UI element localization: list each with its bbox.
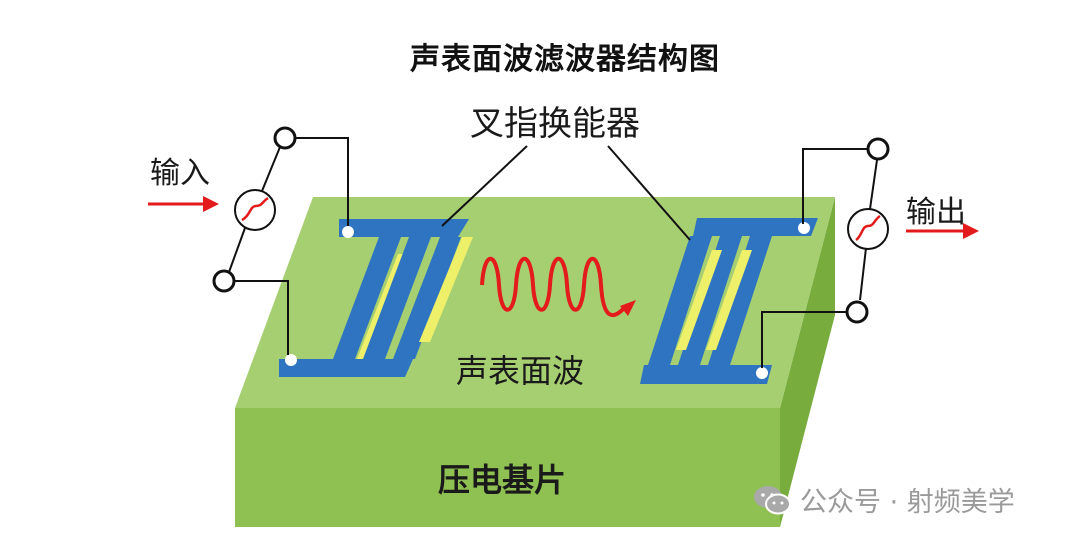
watermark-text: 公众号 · 射频美学 xyxy=(800,487,1015,518)
output-terminal-top xyxy=(866,137,890,161)
idt-label: 叉指换能器 xyxy=(470,104,640,144)
watermark: 公众号 · 射频美学 xyxy=(752,480,1015,519)
left-idt xyxy=(279,219,473,377)
input-arrow-head xyxy=(203,196,219,212)
substrate-side-face xyxy=(780,197,835,527)
diagram-title: 声表面波滤波器结构图 xyxy=(410,42,720,77)
output-source-sine-icon xyxy=(855,214,881,242)
idt-pointer-right xyxy=(607,145,691,241)
input-circuit xyxy=(212,126,349,355)
output-terminal-bottom xyxy=(845,300,869,324)
surface-wave-label: 声表面波 xyxy=(456,352,585,390)
left-idt-top-pad xyxy=(342,226,354,238)
input-source-sine-icon xyxy=(241,196,269,222)
substrate-label: 压电基片 xyxy=(438,461,567,499)
right-idt-bottom-pad xyxy=(756,367,768,379)
substrate-front-face xyxy=(235,408,780,527)
input-source xyxy=(234,189,276,231)
output-label: 输出 xyxy=(906,195,966,230)
input-terminal-top xyxy=(273,126,297,150)
input-label: 输入 xyxy=(150,156,210,191)
input-terminal-bottom xyxy=(212,269,236,293)
right-idt-top-pad xyxy=(798,222,810,234)
wechat-icon xyxy=(754,485,791,514)
surface-wave-arrowhead xyxy=(620,300,636,316)
surface-wave xyxy=(480,256,628,317)
output-arrow-head xyxy=(963,223,979,239)
idt-pointer-left xyxy=(441,145,528,227)
output-circuit xyxy=(761,137,890,368)
left-idt-bottom-pad xyxy=(285,354,297,366)
output-source xyxy=(847,208,889,250)
right-idt xyxy=(640,218,818,384)
